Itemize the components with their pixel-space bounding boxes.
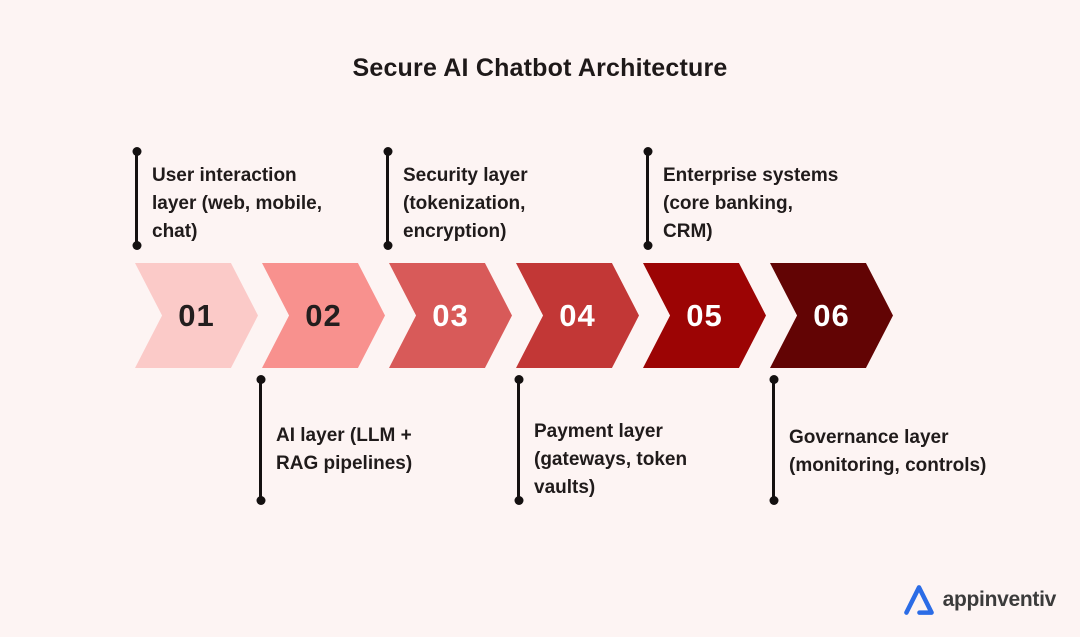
- chevron-step-02: 02: [262, 263, 385, 368]
- label-line: vaults): [534, 477, 596, 498]
- callout-label-step-05: Enterprise systems (core banking, CRM): [663, 150, 838, 247]
- chevron-step-05: 05: [643, 263, 766, 368]
- label-line: encryption): [403, 221, 507, 242]
- callout-line: [517, 378, 520, 502]
- step-number: 04: [559, 297, 596, 333]
- callout-step-06: Governance layer (monitoring, controls): [772, 378, 986, 502]
- step-number: 05: [686, 297, 723, 333]
- label-line: CRM): [663, 221, 713, 242]
- callout-step-05: Enterprise systems (core banking, CRM): [646, 150, 838, 247]
- step-number: 06: [813, 297, 850, 333]
- callout-line: [386, 150, 389, 247]
- callout-step-02: AI layer (LLM + RAG pipelines): [259, 378, 412, 502]
- label-line: Enterprise systems: [663, 165, 839, 186]
- label-line: User interaction: [152, 165, 297, 186]
- callout-label-step-06: Governance layer (monitoring, controls): [789, 378, 986, 502]
- brand-name: appinventiv: [942, 588, 1057, 611]
- callout-line: [135, 150, 138, 247]
- label-line: Security layer: [403, 165, 528, 186]
- callout-step-03: Security layer (tokenization, encryption…: [386, 150, 528, 247]
- label-line: (gateways, token: [534, 449, 688, 470]
- label-line: Payment layer: [534, 421, 663, 442]
- page-title: Secure AI Chatbot Architecture: [352, 54, 728, 82]
- step-number: 03: [432, 297, 469, 333]
- callout-label-step-01: User interaction layer (web, mobile, cha…: [152, 150, 322, 247]
- callout-step-04: Payment layer (gateways, token vaults): [517, 378, 687, 502]
- step-number: 02: [305, 297, 342, 333]
- label-line: Governance layer: [789, 427, 949, 448]
- label-line: layer (web, mobile,: [152, 193, 322, 214]
- label-line: RAG pipelines): [276, 453, 413, 474]
- label-line: AI layer (LLM +: [276, 425, 412, 446]
- chevron-step-03: 03: [389, 263, 512, 368]
- chevron-step-06: 06: [770, 263, 893, 368]
- callout-label-step-03: Security layer (tokenization, encryption…: [403, 150, 528, 247]
- callout-line: [259, 378, 262, 502]
- label-line: chat): [152, 221, 198, 242]
- callout-label-step-02: AI layer (LLM + RAG pipelines): [276, 378, 412, 502]
- label-line: (tokenization,: [403, 193, 526, 214]
- step-number: 01: [178, 297, 215, 333]
- label-line: (monitoring, controls): [789, 455, 987, 476]
- callout-step-01: User interaction layer (web, mobile, cha…: [135, 150, 322, 247]
- callout-line: [646, 150, 649, 247]
- brand-logo: appinventiv: [901, 582, 1056, 618]
- callout-line: [772, 378, 775, 502]
- callout-label-step-04: Payment layer (gateways, token vaults): [534, 378, 687, 502]
- label-line: (core banking,: [663, 193, 793, 214]
- chevron-step-04: 04: [516, 263, 639, 368]
- chevron-step-01: 01: [135, 263, 258, 368]
- triangle-a-icon: [903, 585, 934, 615]
